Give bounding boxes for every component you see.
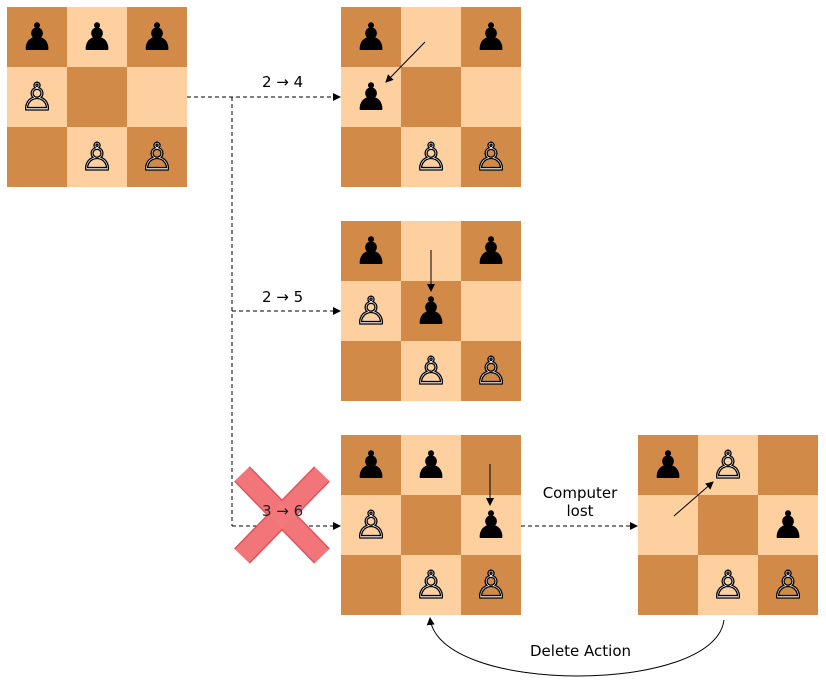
- black-pawn-icon: ♟: [413, 289, 449, 333]
- board-square: [127, 67, 187, 127]
- move-arrows: [385, 41, 714, 517]
- board-square: [401, 67, 461, 127]
- board-square: [698, 495, 758, 555]
- black-pawn-icon: ♟: [353, 229, 389, 273]
- move-arrow-2-4: [385, 41, 426, 83]
- board-square: ♙: [7, 67, 67, 127]
- board-square: ♙: [698, 555, 758, 615]
- board-square: ♟: [638, 435, 698, 495]
- black-pawn-icon: ♟: [650, 443, 686, 487]
- board-square: ♙: [758, 555, 818, 615]
- board-square: ♟: [401, 435, 461, 495]
- board-square: [461, 435, 521, 495]
- black-pawn-icon: ♟: [79, 15, 115, 59]
- board-square: ♟: [341, 435, 401, 495]
- tree-connectors: [187, 93, 638, 530]
- board-square: ♙: [461, 341, 521, 401]
- board-initial: ♟ ♟ ♟ ♙ ♙ ♙: [7, 7, 187, 187]
- white-pawn-icon: ♙: [710, 443, 746, 487]
- board-square: [67, 67, 127, 127]
- black-pawn-icon: ♟: [473, 229, 509, 273]
- white-pawn-icon: ♙: [770, 563, 806, 607]
- board-computer-lost: ♟ ♙ ♟ ♙ ♙: [638, 435, 818, 615]
- board-square: ♟: [341, 221, 401, 281]
- black-pawn-icon: ♟: [473, 15, 509, 59]
- board-square: ♙: [401, 555, 461, 615]
- board-square: [341, 341, 401, 401]
- board-square: ♙: [401, 127, 461, 187]
- black-pawn-icon: ♟: [413, 443, 449, 487]
- white-pawn-icon: ♙: [710, 563, 746, 607]
- board-square: [7, 127, 67, 187]
- board-square: ♟: [758, 495, 818, 555]
- board-square: ♟: [401, 281, 461, 341]
- board-square: ♟: [461, 221, 521, 281]
- board-square: [341, 555, 401, 615]
- move-label-2-4: 2 → 4: [262, 73, 304, 91]
- white-pawn-icon: ♙: [413, 563, 449, 607]
- board-square: [461, 67, 521, 127]
- computer-lost-label: Computer lost: [535, 484, 625, 520]
- board-square: [638, 495, 698, 555]
- black-pawn-icon: ♟: [473, 503, 509, 547]
- white-pawn-icon: ♙: [19, 75, 55, 119]
- move-arrow-lost: [673, 481, 714, 517]
- board-square: [341, 127, 401, 187]
- white-pawn-icon: ♙: [473, 349, 509, 393]
- move-label-3-6: 3 → 6: [262, 502, 304, 520]
- board-square: ♙: [67, 127, 127, 187]
- black-pawn-icon: ♟: [353, 15, 389, 59]
- white-pawn-icon: ♙: [353, 503, 389, 547]
- board-square: [638, 555, 698, 615]
- white-pawn-icon: ♙: [353, 289, 389, 333]
- board-square: ♟: [127, 7, 187, 67]
- board-square: ♟: [341, 67, 401, 127]
- board-square: ♟: [67, 7, 127, 67]
- black-pawn-icon: ♟: [353, 75, 389, 119]
- white-pawn-icon: ♙: [473, 563, 509, 607]
- board-square: ♙: [341, 281, 401, 341]
- board-square: ♙: [341, 495, 401, 555]
- board-move-2-4: ♟ ♟ ♟ ♙ ♙: [341, 7, 521, 187]
- white-pawn-icon: ♙: [413, 135, 449, 179]
- white-pawn-icon: ♙: [473, 135, 509, 179]
- black-pawn-icon: ♟: [770, 503, 806, 547]
- black-pawn-icon: ♟: [139, 15, 175, 59]
- board-square: ♟: [461, 7, 521, 67]
- computer-lost-line-1: Computer: [542, 484, 618, 502]
- board-square: ♙: [461, 555, 521, 615]
- board-square: [758, 435, 818, 495]
- board-square: ♙: [127, 127, 187, 187]
- white-pawn-icon: ♙: [413, 349, 449, 393]
- delete-action-arrow: [426, 617, 725, 677]
- board-square: ♟: [7, 7, 67, 67]
- white-pawn-icon: ♙: [79, 135, 115, 179]
- move-label-2-5: 2 → 5: [262, 288, 304, 306]
- computer-lost-line-2: lost: [566, 502, 594, 520]
- board-square: ♟: [341, 7, 401, 67]
- board-square: [401, 495, 461, 555]
- x-mark-icon: [234, 466, 330, 564]
- board-square: ♙: [401, 341, 461, 401]
- board-square: [461, 281, 521, 341]
- delete-action-label: Delete Action: [530, 642, 632, 660]
- black-pawn-icon: ♟: [19, 15, 55, 59]
- board-square: ♙: [461, 127, 521, 187]
- board-square: ♟: [461, 495, 521, 555]
- white-pawn-icon: ♙: [139, 135, 175, 179]
- black-pawn-icon: ♟: [353, 443, 389, 487]
- board-move-3-6: ♟ ♟ ♙ ♟ ♙ ♙: [341, 435, 521, 615]
